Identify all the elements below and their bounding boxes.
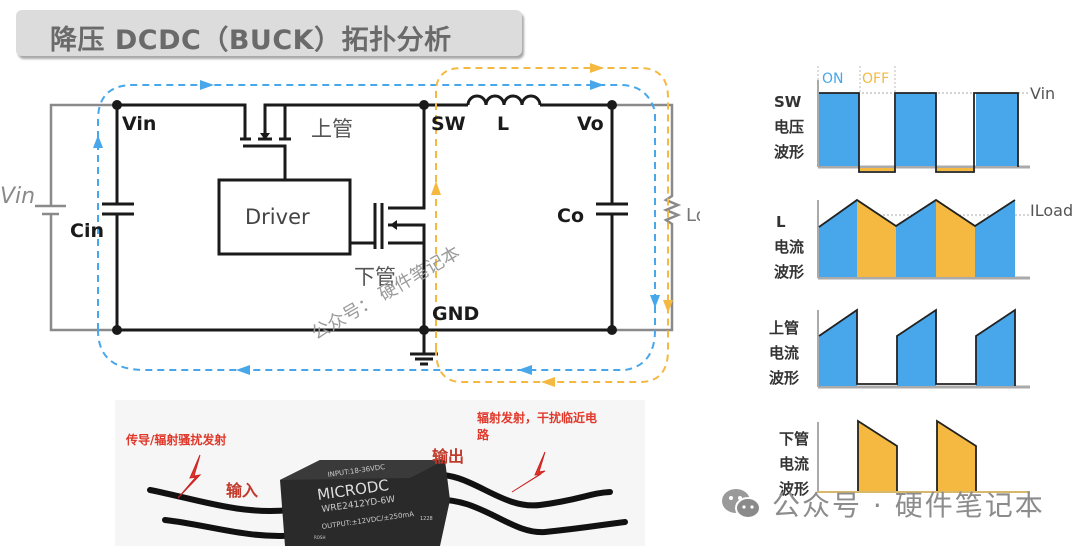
hs-current-panel: 上管 电流 波形 [769,308,1030,389]
off-current-loop [435,67,669,383]
page-title: 降压 DCDC（BUCK）拓扑分析 [50,25,452,56]
panel-label: 下管 [779,430,809,448]
on-current-loop [97,84,656,371]
off-segment [857,200,896,277]
off-arrow-icon [431,181,441,195]
panel-label: 波形 [774,263,804,281]
on-segment [975,200,1015,277]
off-segment [937,168,974,171]
emi-lightning-icon [511,451,546,493]
module-body: INPUT:18-36VDC MICRODC WRE2412YD-6W OUTP… [280,460,450,546]
module-rohs: ROSH [314,535,325,540]
off-segment [936,200,975,277]
on-segment [976,93,1018,166]
vin-source-label: Vin [0,184,35,209]
junction-dots [112,100,617,335]
sw-voltage-panel: SW 电压 波形 Vin [774,80,1055,173]
input-label: 输入 [226,481,258,500]
on-segment [819,310,857,386]
panel-label: L [776,213,786,231]
footer-watermark: 公众号 · 硬件笔记本 [720,484,1045,524]
right-emi-note: 辐射发射，干扰临近电 [477,410,597,425]
off-segment [937,421,976,491]
panel-label: 电流 [769,344,799,362]
cables [147,471,628,539]
circuit-wires [102,94,628,366]
on-phase-label: ON [822,71,844,87]
on-arrow-icon [236,365,250,375]
on-segment [896,93,936,166]
off-segment [858,421,897,491]
on-segment [819,93,859,166]
module-code: 1228 [420,516,433,522]
on-segment [819,200,857,277]
output-label: 输出 [432,447,464,466]
co-label: Co [557,205,584,227]
on-arrow-icon [200,80,214,90]
emi-lightning-icon [177,454,202,499]
on-arrow-icon [590,80,604,90]
on-arrow-icon [518,365,532,375]
left-emi-note: 传导/辐射骚扰发射 [125,432,226,447]
panel-label: 波形 [769,369,799,387]
off-arrow-icon [663,300,673,313]
vo-label: Vo [577,113,604,135]
panel-label: 波形 [779,480,809,498]
ls-arrow-icon [390,220,397,230]
off-arrow-icon [541,377,555,387]
hs-arrow-icon [260,133,270,140]
off-arrow-icon [590,63,604,73]
driver-label: Driver [245,205,310,229]
panel-label: 上管 [769,319,799,337]
vin-ref-label: Vin [1030,84,1055,103]
footer-watermark-text: 公众号 · 硬件笔记本 [772,489,1045,522]
on-segment [896,200,936,277]
on-arrow-icon [650,295,660,308]
right-emi-note-cont: 路 [477,427,490,442]
l-current-panel: L 电流 波形 ILoad [774,198,1073,281]
low-side-label: 下管 [354,265,396,289]
high-side-label: 上管 [311,117,353,141]
inductor-label: L [497,113,509,135]
cin-label: Cin [70,220,104,242]
ls-current-panel: 下管 电流 波形 [779,419,1030,498]
wechat-icon [722,489,761,519]
panel-label: 电压 [774,118,804,136]
buck-schematic: Vin [0,63,700,387]
load-resistor [612,103,682,332]
panel-label: 电流 [774,238,804,256]
off-phase-label: OFF [862,71,889,87]
sw-label: SW [431,113,466,135]
panel-label: 波形 [774,143,804,161]
gnd-label: GND [432,303,479,325]
on-arrow-icon [93,135,103,148]
title-banner: 降压 DCDC（BUCK）拓扑分析 [16,10,522,56]
load-label: Load [686,205,700,226]
on-segment [976,310,1015,386]
on-segment [897,310,936,386]
panel-label: SW [774,93,802,111]
dcdc-module-photo: INPUT:18-36VDC MICRODC WRE2412YD-6W OUTP… [115,400,645,546]
iload-ref-label: ILoad [1030,201,1073,220]
off-segment [860,168,895,171]
panel-label: 电流 [779,455,809,473]
vin-node-label: Vin [122,113,156,135]
vin-source [35,103,117,332]
waveform-panels: ON OFF SW 电压 波形 Vin L 电流 波形 ILoad 上管 电流 [769,66,1073,498]
